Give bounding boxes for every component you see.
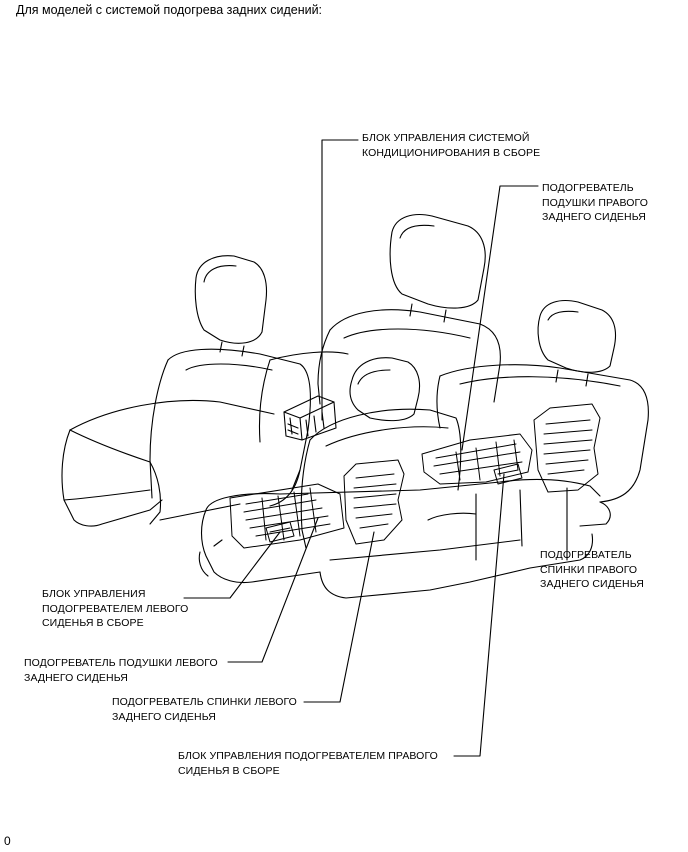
- right-seat-heater-control-unit: [493, 463, 523, 485]
- label-right-seat-heater-control: БЛОК УПРАВЛЕНИЯ ПОДОГРЕВАТЕЛЕМ ПРАВОГО С…: [178, 750, 438, 777]
- label-right-cushion-heater: ПОДОГРЕВАТЕЛЬ ПОДУШКИ ПРАВОГО ЗАДНЕГО СИ…: [542, 182, 649, 223]
- right-cushion-heater: [421, 433, 533, 485]
- label-left-seat-heater-control: БЛОК УПРАВЛЕНИЯ ПОДОГРЕВАТЕЛЕМ ЛЕВОГО СИ…: [42, 588, 189, 629]
- front-seat: [61, 255, 311, 527]
- label-left-cushion-heater: ПОДОГРЕВАТЕЛЬ ПОДУШКИ ЛЕВОГО ЗАДНЕГО СИД…: [24, 657, 218, 684]
- left-seat-heater-control-unit: [265, 521, 295, 543]
- middle-seat: [258, 214, 501, 443]
- label-left-back-heater: ПОДОГРЕВАТЕЛЬ СПИНКИ ЛЕВОГО ЗАДНЕГО СИДЕ…: [112, 696, 297, 723]
- ac-control-unit: [283, 395, 337, 441]
- rear-right-seat: [436, 299, 649, 527]
- page-header: Для моделей с системой подогрева задних …: [16, 3, 323, 17]
- left-back-heater: [343, 459, 405, 545]
- right-back-heater: [533, 403, 601, 493]
- label-ac-control-unit: БЛОК УПРАВЛЕНИЯ СИСТЕМОЙ КОНДИЦИОНИРОВАН…: [362, 132, 541, 159]
- label-right-back-heater: ПОДОГРЕВАТЕЛЬ СПИНКИ ПРАВОГО ЗАДНЕГО СИД…: [540, 549, 644, 590]
- left-cushion-heater: [229, 483, 345, 549]
- leader-lines: [183, 139, 568, 757]
- page-marker: 0: [4, 834, 11, 848]
